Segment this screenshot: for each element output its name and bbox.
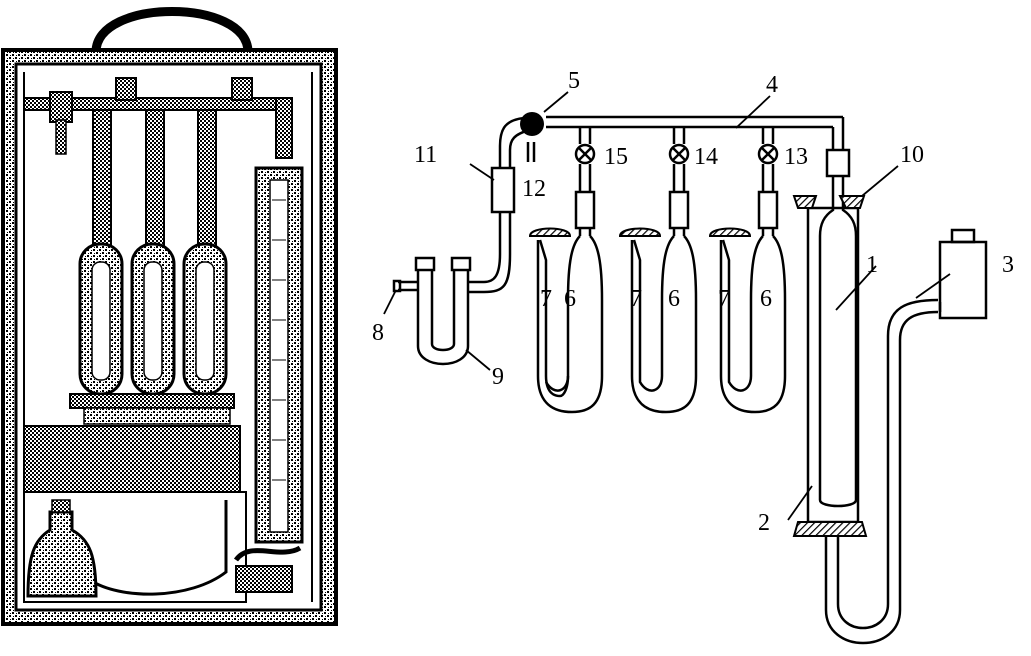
label-1: 1 <box>866 252 878 278</box>
label-14: 14 <box>694 144 718 170</box>
schematic <box>392 115 988 645</box>
label-6b: 6 <box>668 286 680 312</box>
apparatus-photo <box>1 7 338 626</box>
label-4: 4 <box>766 72 778 98</box>
pipette-set-13 <box>719 164 787 414</box>
leader-lines <box>383 91 951 521</box>
label-12: 12 <box>522 176 546 202</box>
label-6c: 6 <box>760 286 772 312</box>
label-13: 13 <box>784 144 808 170</box>
label-6a: 6 <box>564 286 576 312</box>
pipette-set-15 <box>536 164 604 414</box>
pipette-set-14 <box>630 164 698 414</box>
label-10: 10 <box>900 142 924 168</box>
callout-labels: 1 2 3 4 5 6 6 6 7 7 7 8 9 10 11 12 13 14… <box>372 68 1014 536</box>
label-3: 3 <box>1002 252 1014 278</box>
clamps <box>528 195 868 537</box>
label-8: 8 <box>372 320 384 346</box>
label-7a: 7 <box>540 286 552 312</box>
label-2: 2 <box>758 510 770 536</box>
label-5: 5 <box>568 68 580 94</box>
label-7b: 7 <box>630 286 642 312</box>
label-11: 11 <box>414 142 437 168</box>
label-9: 9 <box>492 364 504 390</box>
label-15: 15 <box>604 144 628 170</box>
stopcock-icon <box>574 143 779 165</box>
label-7c: 7 <box>718 286 730 312</box>
three-way-valve-icon <box>520 112 544 136</box>
